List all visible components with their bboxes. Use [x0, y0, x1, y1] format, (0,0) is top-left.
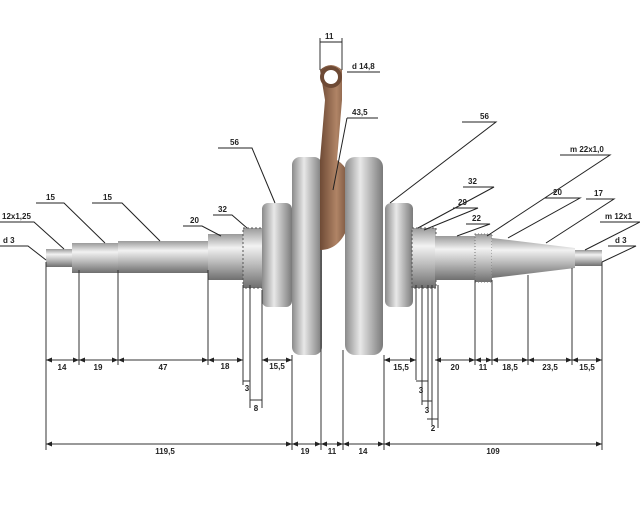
extension-lines: [45, 38, 603, 450]
dim-right-7: 3: [425, 406, 430, 415]
label-taper-right: 17: [594, 189, 603, 198]
dimension-arrow: [262, 357, 268, 363]
dimension-arrow: [572, 357, 578, 363]
dimension-arrow: [343, 441, 349, 447]
dim-left-3: 18: [221, 362, 230, 371]
label-thread-right-mid: m 22x1,0: [570, 145, 604, 154]
dim-left-4: 15,5: [269, 362, 285, 371]
bearing-right: [385, 203, 413, 307]
dimension-arrow: [112, 357, 118, 363]
label-bearing-right: 56: [480, 112, 489, 121]
dim-right-4: 23,5: [542, 363, 558, 372]
web-right: [345, 157, 383, 355]
label-conrod-length: 43,5: [352, 108, 368, 117]
label-conrod-width: 11: [325, 32, 334, 41]
leader-lines: [0, 41, 640, 263]
shaft-left: [118, 241, 210, 273]
thread-left: [46, 249, 72, 267]
dimension-arrow: [469, 357, 475, 363]
shaft-right: [435, 236, 475, 280]
dim-total-1: 19: [301, 447, 310, 456]
dimension-arrow: [596, 357, 602, 363]
label-gear-right-2: 29: [458, 198, 467, 207]
dim-left-5: 3: [245, 384, 250, 393]
dimension-arrow: [79, 357, 85, 363]
dim-total-0: 119,5: [155, 447, 175, 456]
dimension-arrow: [475, 357, 481, 363]
label-hole-left: d 3: [3, 236, 15, 245]
dimension-arrow: [492, 357, 498, 363]
label-thread-left: 12x1,25: [2, 212, 31, 221]
dimension-arrow: [292, 441, 298, 447]
dim-total-3: 14: [359, 447, 368, 456]
dimension-arrow: [410, 357, 416, 363]
label-bearing-left: 56: [230, 138, 239, 147]
dim-right-0: 15,5: [393, 363, 409, 372]
dim-right-6: 3: [419, 386, 424, 395]
dimension-arrow: [337, 441, 343, 447]
dim-right-5: 15,5: [579, 363, 595, 372]
label-hole-right: d 3: [615, 236, 627, 245]
connecting-rod: [320, 65, 354, 250]
dim-total-2: 11: [328, 447, 337, 456]
dimension-arrow: [528, 357, 534, 363]
thread-right-mid: [474, 233, 493, 283]
crankshaft-image: [46, 65, 602, 355]
dimensions: 14 19 47 18 15,5 3 8 15,5 20 11 18,5 23,…: [46, 357, 602, 456]
label-step-left: 20: [190, 216, 199, 225]
dimension-arrow: [435, 357, 441, 363]
dim-left-6: 8: [254, 404, 259, 413]
web-left: [292, 157, 322, 355]
dimension-arrow: [286, 441, 292, 447]
dimension-arrow: [237, 357, 243, 363]
dimension-arrow: [46, 357, 52, 363]
dim-right-3: 18,5: [502, 363, 518, 372]
dimension-arrow: [118, 357, 124, 363]
gear-right: [411, 227, 437, 289]
label-small-end-dia: d 14,8: [352, 62, 375, 71]
dimension-arrow: [73, 357, 79, 363]
dim-total-4: 109: [486, 447, 500, 456]
dimension-arrow: [46, 441, 52, 447]
dimension-arrow: [202, 357, 208, 363]
taper-right: [492, 238, 575, 278]
dim-right-2: 11: [479, 363, 488, 372]
spline-left: [72, 243, 118, 273]
dim-right-8: 2: [431, 424, 436, 433]
step-left: [208, 234, 246, 280]
label-shaft-right: 20: [553, 188, 562, 197]
gear-left: [242, 227, 264, 289]
dimension-arrow: [208, 357, 214, 363]
thread-right: [575, 250, 602, 266]
dimension-arrow: [378, 441, 384, 447]
label-thread-right: m 12x1: [605, 212, 633, 221]
label-spline-left: 15: [46, 193, 55, 202]
label-gear-right-1: 32: [468, 177, 477, 186]
dimension-arrow: [384, 441, 390, 447]
small-end: [320, 66, 342, 88]
dimension-arrow: [486, 357, 492, 363]
dimension-arrow: [286, 357, 292, 363]
label-shaft-left: 15: [103, 193, 112, 202]
label-step-right: 22: [472, 214, 481, 223]
dim-right-1: 20: [451, 363, 460, 372]
dimension-arrow: [566, 357, 572, 363]
dimension-arrow: [315, 441, 321, 447]
dim-left-0: 14: [58, 363, 67, 372]
dimension-arrow: [321, 441, 327, 447]
dimension-arrows: [46, 357, 602, 447]
label-gear-left: 32: [218, 205, 227, 214]
dimension-arrow: [522, 357, 528, 363]
dim-left-2: 47: [159, 363, 168, 372]
dimension-arrow: [596, 441, 602, 447]
bearing-left: [262, 203, 292, 307]
dimension-arrow: [384, 357, 390, 363]
callouts: 11 d 14,8 43,5 56 56 15 15 12x1,25 d 3 2…: [2, 32, 633, 245]
dim-left-1: 19: [94, 363, 103, 372]
